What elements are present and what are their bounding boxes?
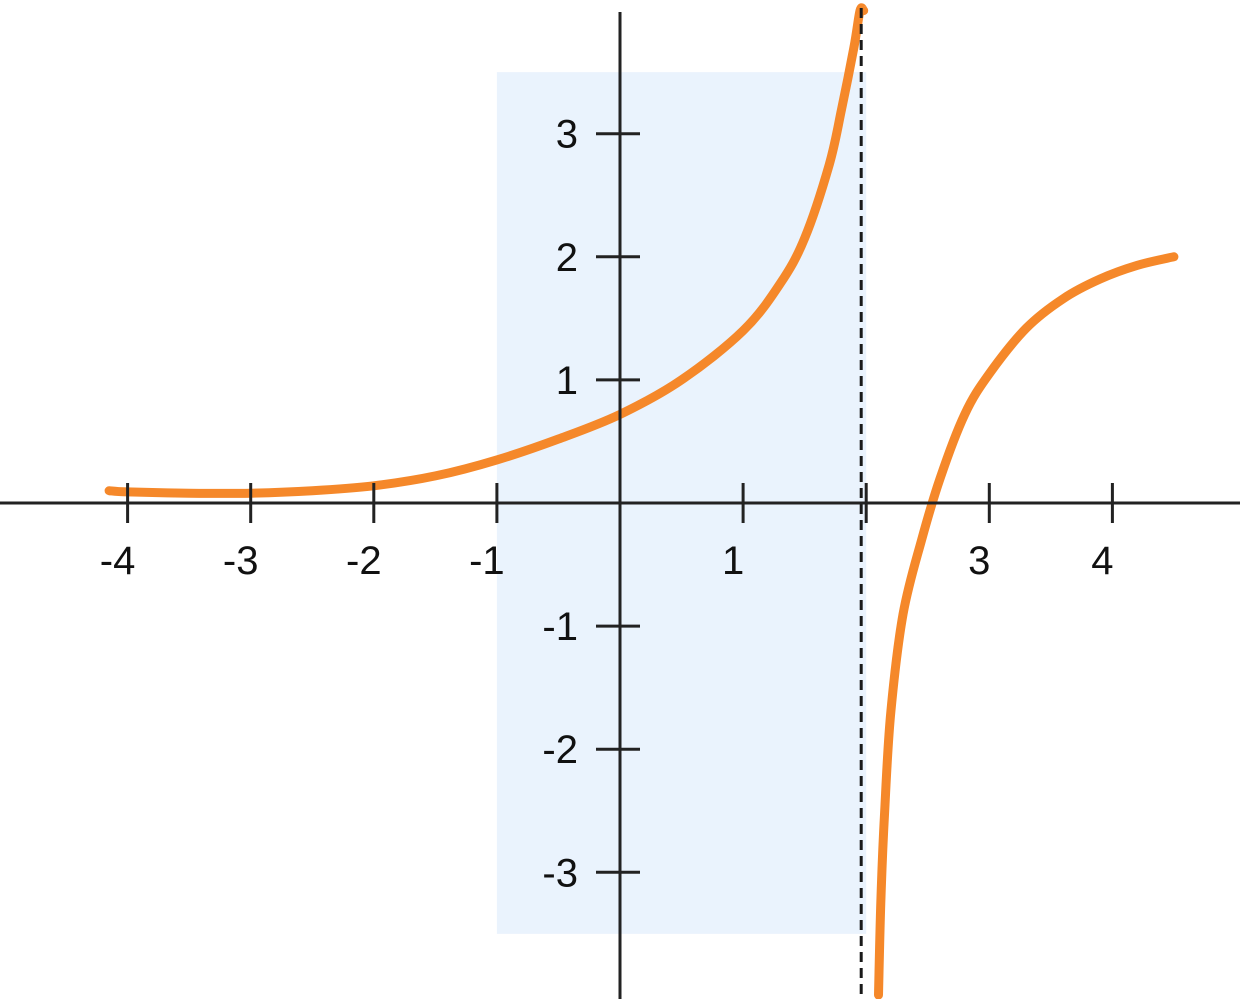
x-tick-label: -4 <box>100 539 136 583</box>
x-tick-marks <box>126 483 1114 523</box>
x-tick-labels: -4 -3 -2 -1 1 3 4 <box>100 539 1114 583</box>
x-tick-label: -2 <box>346 539 382 583</box>
y-tick-label: 1 <box>556 359 578 403</box>
x-tick-label: 4 <box>1091 539 1113 583</box>
y-tick-label: -1 <box>542 605 578 649</box>
y-tick-label: 2 <box>556 236 578 280</box>
y-tick-label: 3 <box>556 113 578 157</box>
curve-branch-2 <box>874 252 1179 999</box>
y-tick-labels: 3 2 1 -1 -2 -3 <box>542 113 578 896</box>
x-tick-label: -1 <box>469 539 505 583</box>
x-tick-label: 3 <box>968 539 990 583</box>
y-tick-marks <box>596 132 640 874</box>
x-tick-label: -3 <box>223 539 259 583</box>
x-tick-label: 1 <box>722 539 744 583</box>
y-tick-label: -2 <box>542 728 578 772</box>
y-tick-label: -3 <box>542 851 578 895</box>
